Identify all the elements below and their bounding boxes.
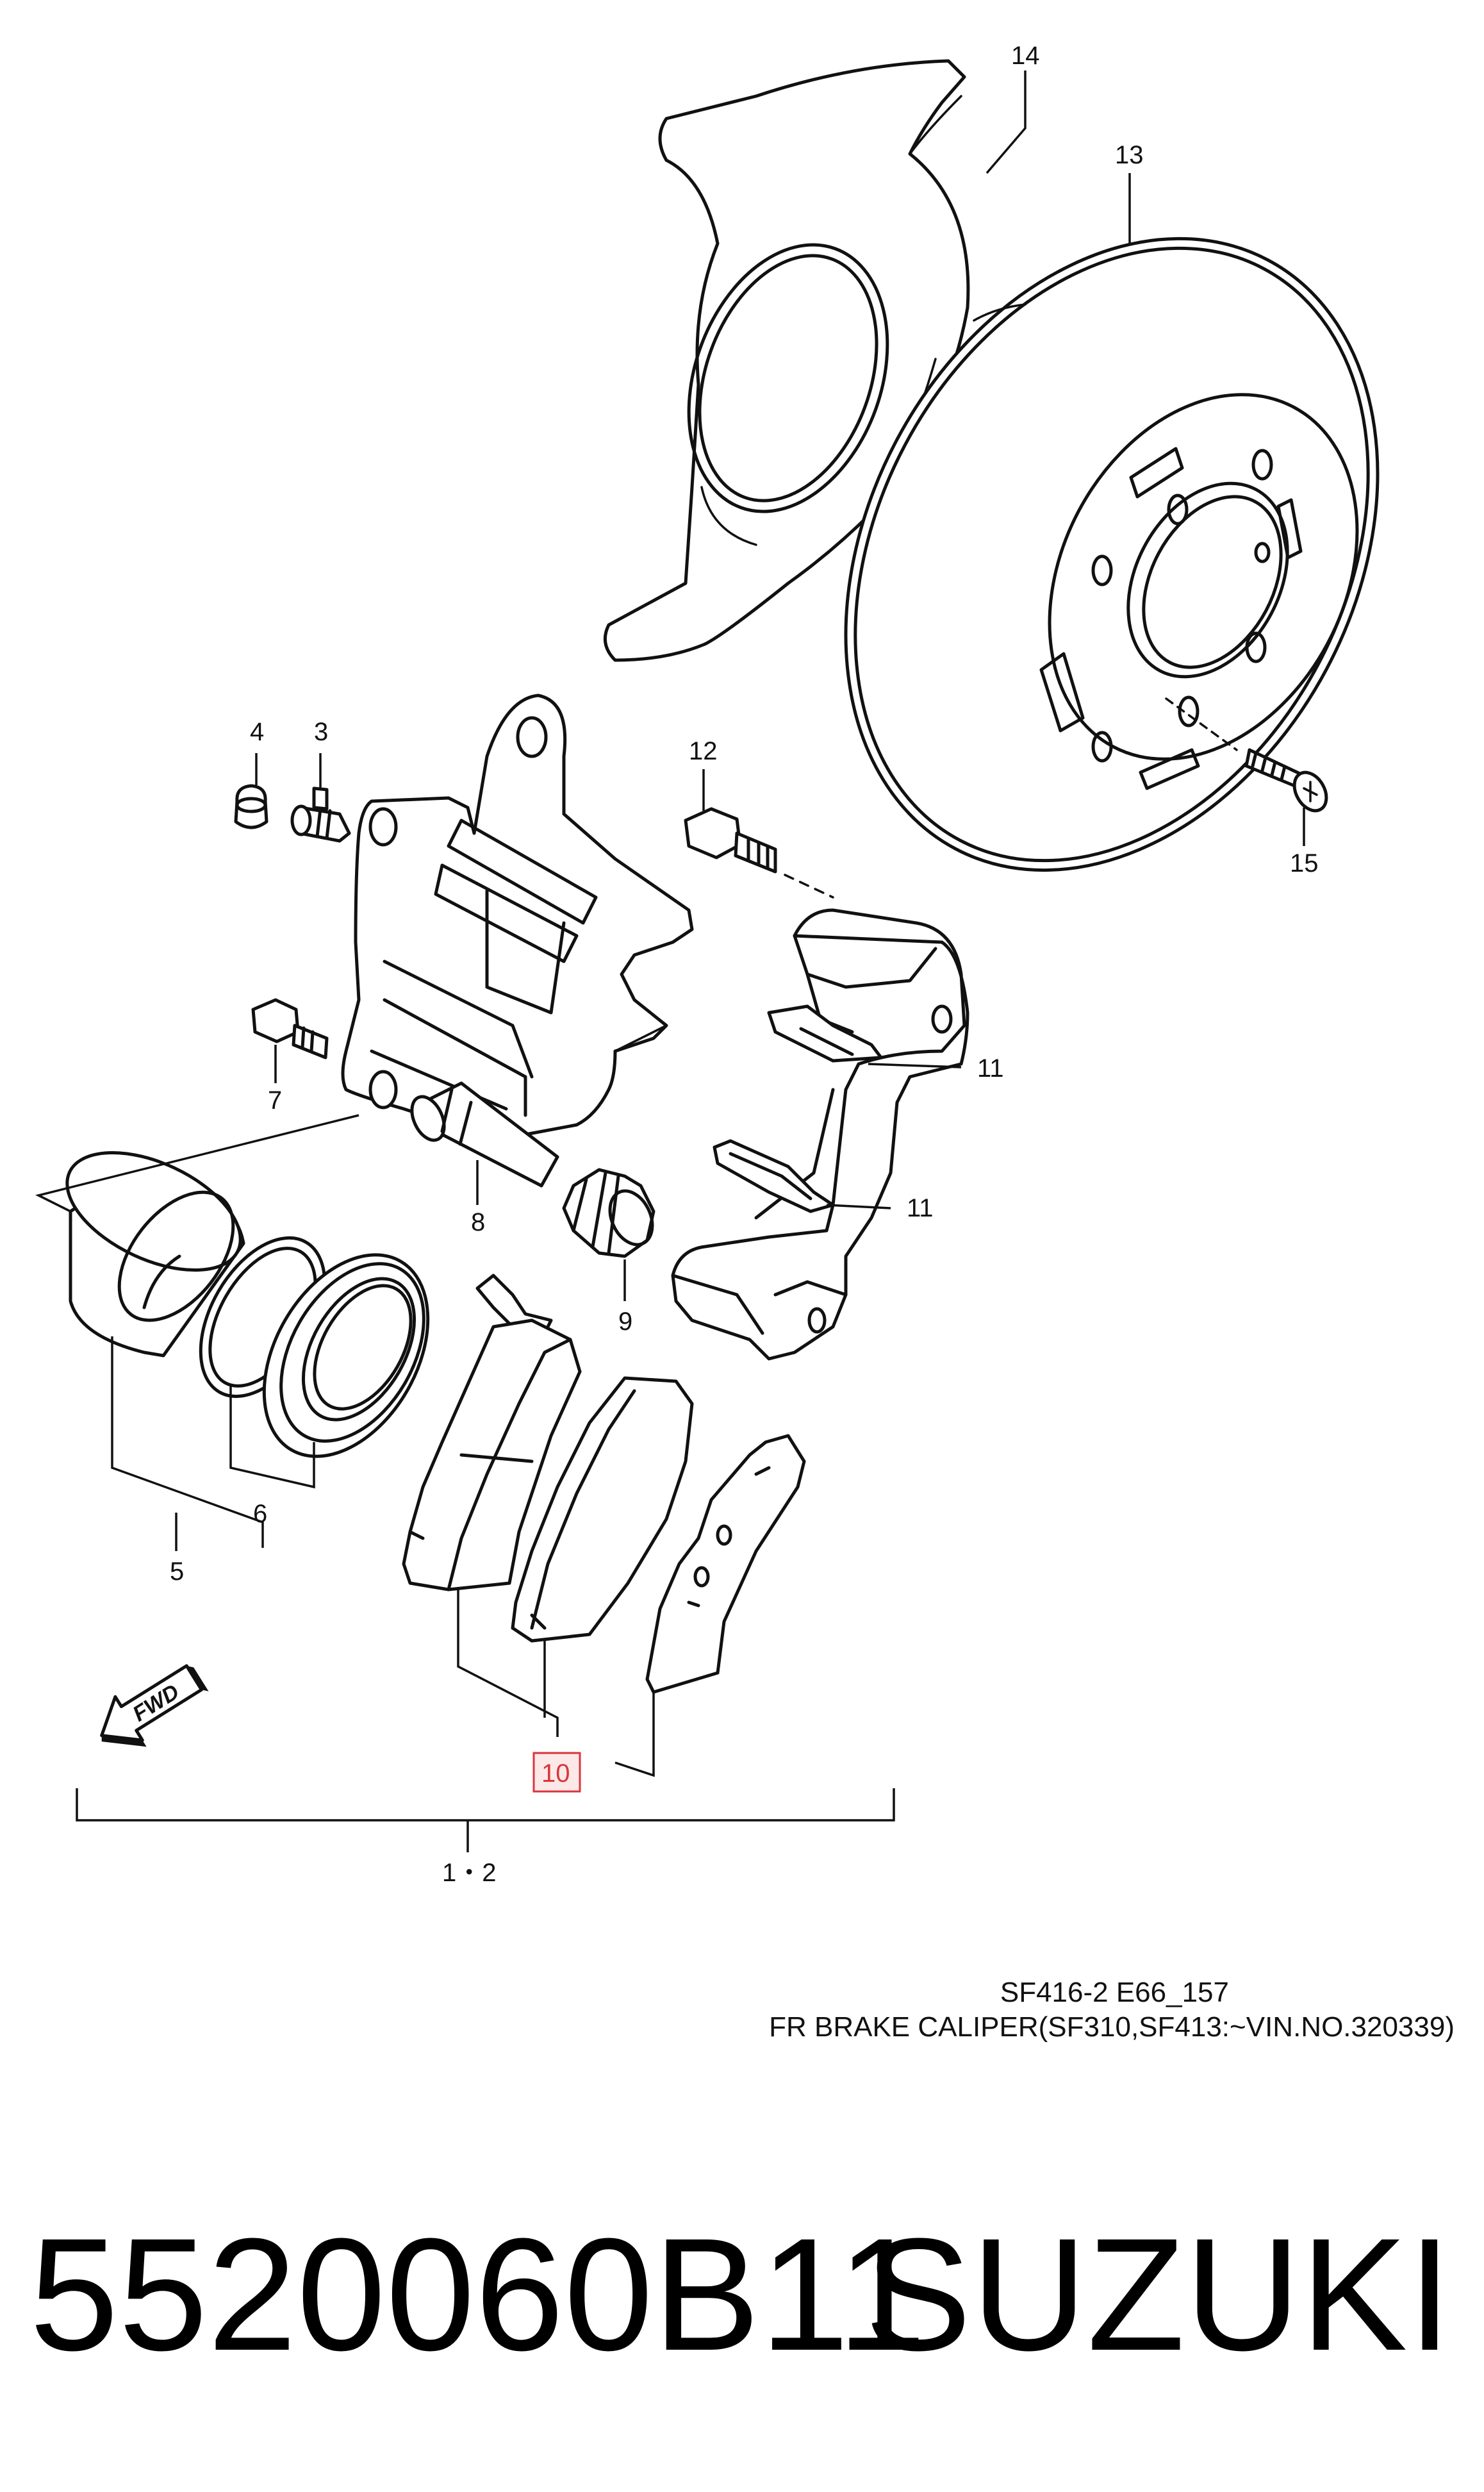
part-number: 5520060B11: [29, 2205, 927, 2384]
anti-rattle-spring-upper: [767, 1004, 883, 1063]
pad-wear-clip-part: [475, 1274, 553, 1335]
footer: 5520060B11 SUZUKI: [0, 2198, 1484, 2391]
diagram-code: SF416-2 E66_157: [1000, 1977, 1229, 2008]
callout-14: 14: [1011, 42, 1040, 70]
leader-lines: [35, 71, 1305, 1852]
callout-15: 15: [1290, 849, 1319, 877]
bleeder-cap-part: [234, 784, 268, 829]
diagram-caption: SF416-2 E66_157 FR BRAKE CALIPER(SF310,S…: [769, 1975, 1455, 2045]
callout-10-highlight-box: [532, 1752, 581, 1793]
caliper-bracket-part: [671, 908, 969, 1361]
callout-1-2: 1・2: [442, 1859, 497, 1887]
brake-pad-inner: [511, 1376, 694, 1643]
brake-disc-part: [844, 237, 1380, 872]
pin-boot-part: [562, 1168, 655, 1258]
diagram-title: FR BRAKE CALIPER(SF310,SF413:~VIN.NO.320…: [769, 2011, 1455, 2043]
dust-shield-part: [603, 59, 970, 662]
callout-7: 7: [268, 1086, 282, 1115]
callout-4: 4: [250, 718, 264, 746]
callout-11-upper: 11: [977, 1054, 1004, 1083]
callout-10: 10: [541, 1759, 570, 1788]
callout-11-lower: 11: [907, 1194, 934, 1222]
piston-part: [65, 1150, 245, 1358]
bleeder-screw-part: [290, 786, 351, 843]
callout-12: 12: [689, 737, 718, 765]
anti-rattle-spring-lower: [713, 1139, 835, 1213]
callout-5: 5: [170, 1558, 184, 1586]
callout-6: 6: [253, 1500, 267, 1528]
disc-screw-part: [1165, 697, 1328, 813]
forward-direction-arrow-icon: FWD: [100, 1664, 209, 1747]
callout-13: 13: [1115, 141, 1144, 169]
parts-diagram: 14 13 4 3 12 15 11 11 7 8 9 6 5 10 1・2 F…: [35, 42, 1380, 1887]
guide-pin-part: [410, 1081, 559, 1188]
callout-9: 9: [618, 1308, 632, 1336]
callout-8: 8: [471, 1208, 485, 1236]
callout-3: 3: [314, 718, 328, 746]
brand-name: SUZUKI: [864, 2205, 1452, 2384]
piston-boot-part: [262, 1253, 430, 1458]
brake-pad-outer: [402, 1318, 582, 1591]
callout-labels: 14 13 4 3 12 15 11 11 7 8 9 6 5 10 1・2: [170, 42, 1319, 1887]
bracket-bolt-part: [684, 807, 834, 899]
caliper-bolt-part: [251, 998, 329, 1059]
caliper-body-part: [341, 694, 694, 1136]
